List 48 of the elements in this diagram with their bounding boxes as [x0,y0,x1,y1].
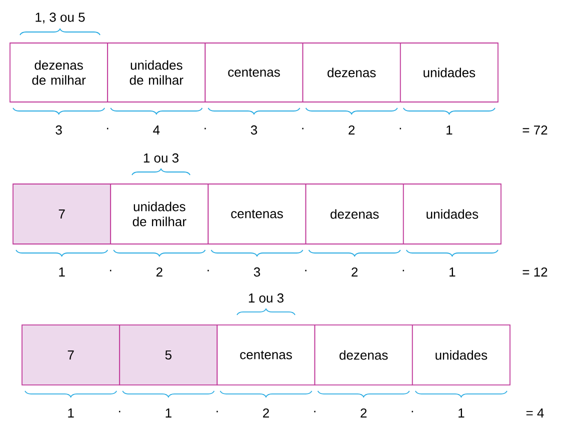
digit-count: 2 [360,408,367,418]
multiplication-dot: · [110,270,112,272]
place-value-box: 5 [119,324,218,386]
digit-count: 1 [166,408,172,418]
multiplication-dot: · [314,410,316,412]
digit-count: 3 [250,125,258,135]
digit-count: 3 [254,267,260,277]
place-value-box: dezenas [314,324,413,386]
multiplication-dot: · [400,128,402,130]
place-value-box: dezenas [302,42,401,102]
digit-count: 2 [156,267,162,277]
multiplication-dot: · [216,410,218,412]
product-result: = 72 [522,125,548,135]
place-value-box: unidades de milhar [110,184,209,244]
digit-count: 2 [263,408,269,418]
digit-count: 1 [450,268,456,276]
multiplication-dot: · [208,270,209,272]
place-value-box: unidades [412,324,510,386]
place-value-box: 7 [12,184,112,244]
digit-options: 1 ou 3 [144,153,178,163]
digit-count: 1 [59,268,65,276]
place-value-box: unidades de milhar [107,42,206,102]
digit-count: 1 [458,408,464,418]
place-value-box: centenas [208,184,306,244]
digit-count: 2 [348,125,355,135]
multiplication-dot: · [305,270,306,272]
product-result: = 12 [522,267,548,277]
multiplication-dot: · [302,128,304,130]
digit-options: 1 ou 3 [248,293,284,303]
product-result: = 4 [526,408,544,418]
place-value-box: 7 [22,324,120,386]
digit-options: 1, 3 ou 5 [36,12,85,24]
digit-count: 1 [68,408,74,418]
digit-count: 4 [153,126,160,134]
place-value-box: unidades [400,42,498,102]
place-value-box: centenas [204,42,304,102]
multiplication-dot: · [402,270,404,272]
place-value-box: unidades [402,184,502,244]
digit-count: 1 [446,126,452,134]
multiplication-dot: · [204,128,206,130]
digit-count: 3 [56,125,62,135]
multiplication-dot: · [412,410,414,412]
digit-count: 2 [352,267,358,277]
place-value-box: centenas [216,324,316,386]
place-value-box: dezenas [305,184,404,244]
multiplication-dot: · [107,128,108,130]
place-value-box: dezenas de milhar [10,42,108,102]
multiplication-dot: · [119,410,120,412]
